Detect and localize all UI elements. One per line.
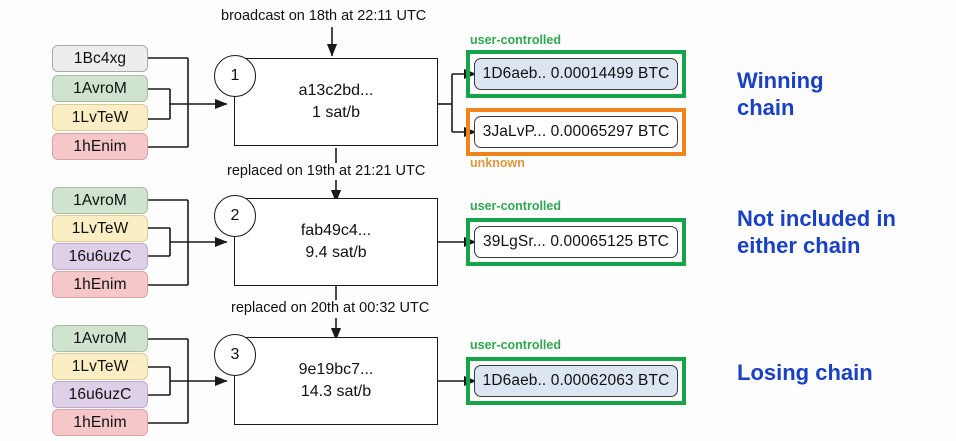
chain-annotation: Losing chain bbox=[737, 360, 873, 385]
output-tag-user-controlled: user-controlled bbox=[470, 199, 561, 213]
output-amount: 0.00062063 BTC bbox=[550, 372, 670, 389]
transaction-id: 9e19bc7... bbox=[298, 361, 374, 379]
chain-annotation: Not included in either chain bbox=[737, 206, 896, 258]
transaction-box[interactable]: fab49c4... 9.4 sat/b bbox=[234, 198, 438, 286]
output-amount: 0.00065125 BTC bbox=[550, 233, 669, 250]
transaction-id: a13c2bd... bbox=[298, 82, 374, 100]
output-frame-green bbox=[466, 218, 686, 266]
chain-annotation: Winning chain bbox=[737, 68, 824, 120]
transaction-number-badge: 2 bbox=[214, 195, 256, 237]
transaction-number-badge: 1 bbox=[214, 55, 256, 97]
output-address: 1D6aeb.. bbox=[482, 372, 547, 389]
output-amount: 0.00014499 BTC bbox=[550, 65, 670, 82]
output-tag-user-controlled: user-controlled bbox=[470, 338, 561, 352]
input-address-chip[interactable]: 1LvTeW bbox=[52, 104, 148, 131]
output-address: 39LgSr... bbox=[483, 233, 546, 250]
transaction-box[interactable]: 9e19bc7... 14.3 sat/b bbox=[234, 337, 438, 425]
output-amount: 0.00065297 BTC bbox=[550, 123, 670, 140]
output-frame-green bbox=[466, 50, 686, 98]
output-address-amount[interactable]: 3JaLvP... 0.00065297 BTC bbox=[474, 116, 678, 148]
input-address-chip[interactable]: 1Bc4xg bbox=[52, 45, 148, 72]
input-address-chip[interactable]: 16u6uzC bbox=[52, 243, 148, 270]
input-address-chip[interactable]: 1hEnim bbox=[52, 133, 148, 160]
output-frame-green bbox=[466, 357, 686, 405]
output-address-amount[interactable]: 39LgSr... 0.00065125 BTC bbox=[474, 226, 678, 258]
transaction-feerate: 1 sat/b bbox=[311, 104, 361, 121]
input-address-chip[interactable]: 1AvroM bbox=[52, 75, 148, 102]
input-address-chip[interactable]: 1hEnim bbox=[52, 409, 148, 436]
transaction-feerate: 9.4 sat/b bbox=[305, 244, 367, 261]
input-address-chip[interactable]: 1hEnim bbox=[52, 271, 148, 298]
input-address-chip[interactable]: 1LvTeW bbox=[52, 215, 148, 242]
transaction-number-badge: 3 bbox=[214, 334, 256, 376]
output-tag-user-controlled: user-controlled bbox=[470, 33, 561, 47]
tx-time-label: replaced on 19th at 21:21 UTC bbox=[224, 163, 429, 179]
output-address-amount[interactable]: 1D6aeb.. 0.00014499 BTC bbox=[474, 58, 678, 90]
input-address-chip[interactable]: 16u6uzC bbox=[52, 381, 148, 408]
output-address-amount[interactable]: 1D6aeb.. 0.00062063 BTC bbox=[474, 365, 678, 397]
output-tag-unknown: unknown bbox=[470, 156, 525, 170]
output-address: 3JaLvP... bbox=[482, 123, 547, 140]
transaction-feerate: 14.3 sat/b bbox=[300, 383, 372, 400]
tx-time-label: broadcast on 18th at 22:11 UTC bbox=[218, 8, 430, 24]
input-address-chip[interactable]: 1AvroM bbox=[52, 187, 148, 214]
transaction-box[interactable]: a13c2bd... 1 sat/b bbox=[234, 58, 438, 146]
tx-time-label: replaced on 20th at 00:32 UTC bbox=[228, 300, 433, 316]
input-address-chip[interactable]: 1AvroM bbox=[52, 325, 148, 352]
transaction-id: fab49c4... bbox=[300, 222, 372, 240]
output-frame-orange bbox=[466, 108, 686, 156]
input-address-chip[interactable]: 1LvTeW bbox=[52, 353, 148, 380]
output-address: 1D6aeb.. bbox=[482, 65, 547, 82]
